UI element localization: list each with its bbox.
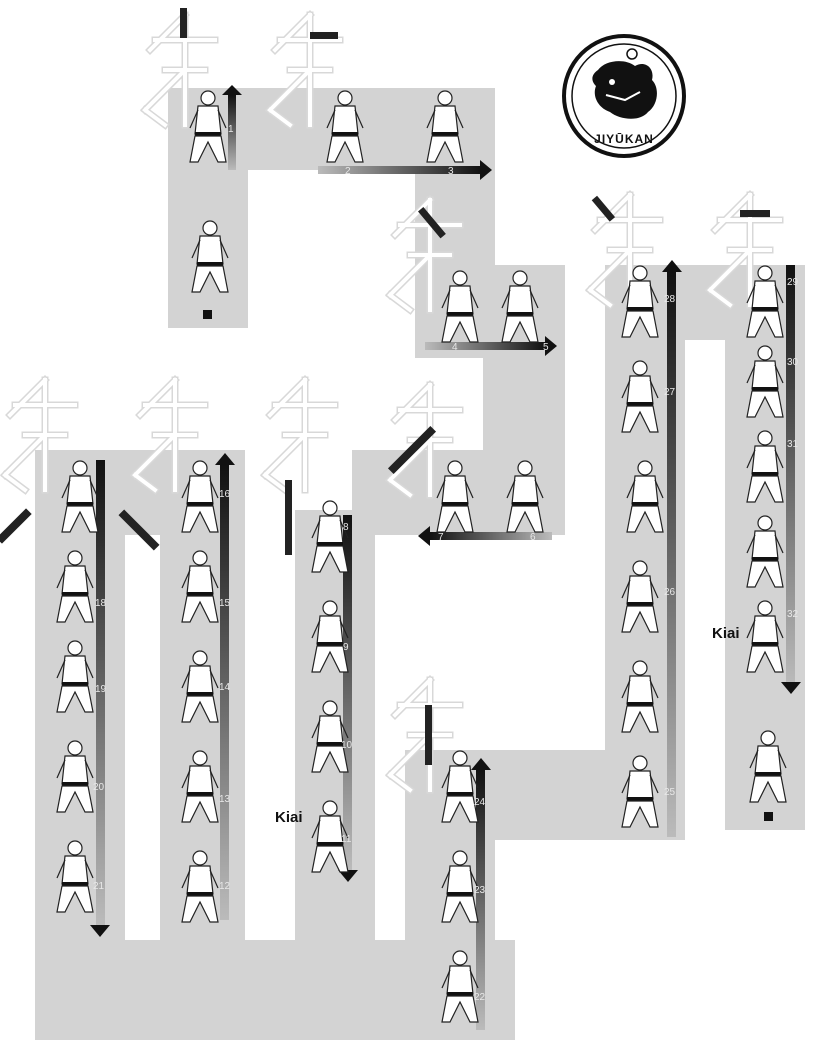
- movement-arrows: [90, 85, 801, 1030]
- step-number: 4: [452, 342, 458, 353]
- tiger-icon: [592, 48, 657, 119]
- step-number: 19: [95, 684, 107, 695]
- start-marker: [203, 310, 212, 319]
- step-number: 9: [343, 642, 349, 653]
- step-number: 14: [219, 682, 231, 693]
- step-number: 26: [664, 587, 676, 598]
- step-number: 23: [474, 885, 486, 896]
- kiai-label: Kiai: [712, 625, 740, 642]
- step-number: 22: [474, 992, 486, 1003]
- step-number: 30: [787, 357, 799, 368]
- step-number: 15: [219, 598, 231, 609]
- kiai-label: Kiai: [275, 809, 303, 826]
- direction-bars: [0, 8, 770, 765]
- step-number: 20: [93, 782, 105, 793]
- step-number: 32: [787, 609, 799, 620]
- jiyukan-logo: JIYŪKAN: [562, 34, 686, 158]
- embusen-path: [35, 88, 805, 1040]
- step-number: 7: [438, 532, 444, 543]
- step-number: 31: [787, 439, 799, 450]
- step-numbers: 1 2 3 4 5 6 7 8 9 10 11 12 13 14 15 16 1…: [93, 124, 799, 1003]
- step-number: 21: [93, 881, 105, 892]
- step-number: 16: [219, 489, 231, 500]
- step-number: 1: [228, 124, 234, 135]
- step-number: 18: [95, 598, 107, 609]
- step-number: 5: [543, 342, 549, 353]
- step-number: 8: [343, 522, 349, 533]
- step-number: 29: [787, 277, 799, 288]
- step-number: 24: [474, 797, 486, 808]
- step-number: 2: [345, 166, 351, 177]
- step-number: 13: [219, 794, 231, 805]
- step-number: 3: [448, 166, 454, 177]
- step-number: 6: [530, 532, 536, 543]
- step-number: 11: [341, 834, 352, 845]
- step-number: 12: [219, 881, 231, 892]
- step-number: 27: [664, 387, 676, 398]
- step-number: 25: [664, 787, 676, 798]
- step-number: 10: [341, 740, 353, 751]
- logo-text: JIYŪKAN: [594, 132, 654, 146]
- step-number: 28: [664, 294, 676, 305]
- end-marker: [764, 812, 773, 821]
